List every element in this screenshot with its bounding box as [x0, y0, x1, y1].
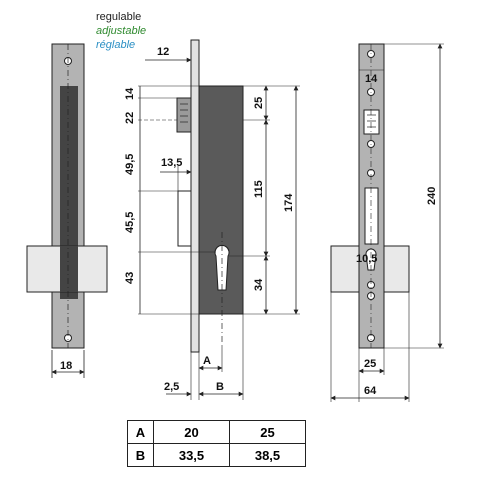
legend-adjustable: adjustable: [96, 25, 147, 37]
side-faceplate: [190, 39, 200, 353]
side-view: 14 22 49,5 45,5 43 12 13,5 25 115 34 174…: [124, 39, 300, 400]
dim-13-5: 13,5: [161, 157, 182, 169]
dim-174: 174: [283, 193, 295, 212]
dim-240: 240: [426, 187, 438, 205]
dim-12: 12: [157, 46, 169, 58]
dim-25-strike: 25: [364, 358, 376, 370]
front-view: 18: [26, 43, 108, 378]
dim-14-right: 14: [365, 73, 378, 85]
dim-43: 43: [124, 272, 136, 284]
table-row-label: B: [127, 443, 154, 467]
legend-regulable: regulable: [96, 11, 142, 23]
legend-reglable: réglable: [96, 39, 136, 51]
dead-bolt: [177, 190, 192, 247]
table-cell: 20: [153, 420, 230, 444]
faceplate-width-label: 18: [60, 360, 72, 372]
strike-view: 14 10,5 240 25 64: [330, 43, 444, 402]
dim-115: 115: [253, 180, 265, 198]
table-cell: 25: [229, 420, 306, 444]
strike-bolt-opening: [364, 187, 379, 245]
table-row: B 33,5 38,5: [127, 443, 306, 467]
dim-34: 34: [253, 278, 265, 291]
latch-bolt: [176, 97, 192, 133]
dim-22: 22: [124, 112, 136, 124]
table-cell: 33,5: [153, 443, 230, 467]
dim-25-right: 25: [253, 97, 265, 109]
dim-49-5: 49,5: [124, 154, 136, 175]
dim-A: A: [203, 355, 211, 367]
table-cell: 38,5: [229, 443, 306, 467]
dim-10-5: 10,5: [356, 253, 377, 265]
strike-latch-opening: [363, 109, 380, 135]
dim-2-5: 2,5: [164, 381, 179, 393]
strike-cylinder-icon: [365, 248, 377, 271]
dimension-table: A 20 25 B 33,5 38,5: [127, 420, 306, 467]
dim-64: 64: [364, 385, 377, 397]
table-row: A 20 25: [127, 420, 306, 444]
lock-technical-drawing: 18 14 22 49,5 45,5 43 12: [26, 39, 444, 402]
dim-45-5: 45,5: [124, 212, 136, 233]
dim-B: B: [216, 381, 224, 393]
table-row-label: A: [127, 420, 154, 444]
dim-14-left: 14: [124, 87, 136, 100]
